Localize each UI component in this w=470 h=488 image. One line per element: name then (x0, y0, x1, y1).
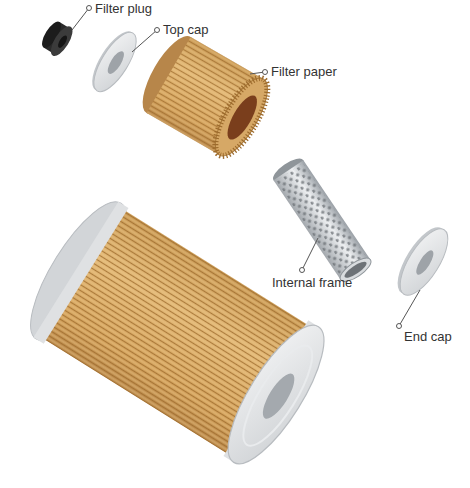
filter-paper (133, 29, 277, 163)
internal-frame (270, 154, 375, 285)
leader-lines (72, 8, 420, 326)
part-label: Filter plug (95, 1, 152, 17)
end-cap (389, 220, 457, 302)
filter-plug (37, 17, 76, 59)
top-cap (84, 25, 144, 98)
part-label: Filter paper (271, 64, 337, 80)
assembled-filter (14, 189, 340, 476)
leader-dots (87, 6, 402, 329)
part-label: Top cap (163, 22, 209, 38)
part-label: Internal frame (272, 275, 352, 291)
part-label: End cap (404, 329, 452, 345)
